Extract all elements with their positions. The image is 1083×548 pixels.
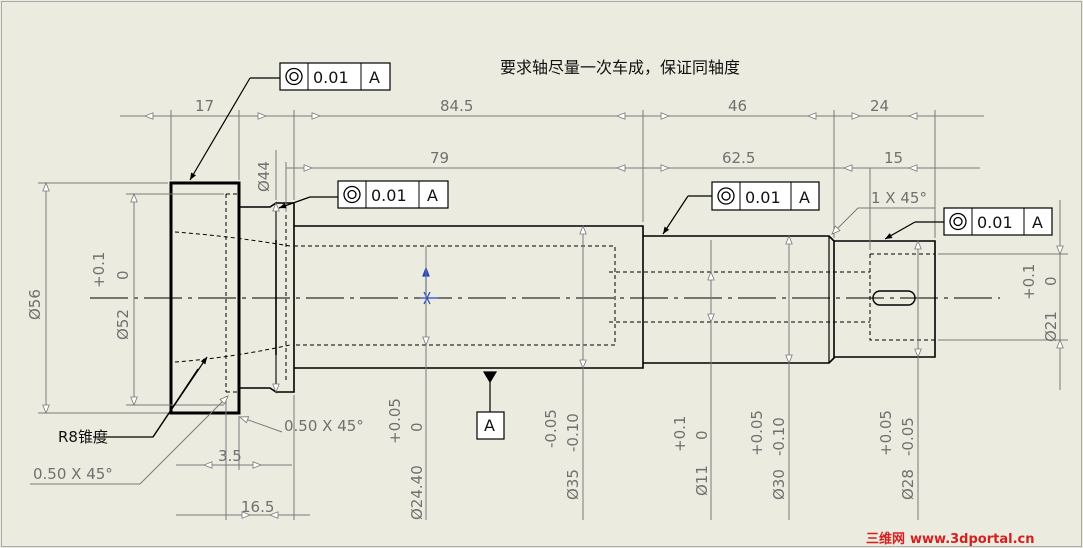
drawing-note: 要求轴尽量一次车成，保证同轴度	[500, 58, 740, 77]
dim-dia-35-upper: -0.05	[542, 409, 560, 448]
concentricity-icon	[949, 212, 967, 231]
dim-dia-52-lower: 0	[114, 270, 132, 280]
dim-dia-52: Ø52	[114, 309, 132, 340]
dim-15: 15	[884, 149, 903, 167]
dim-dia-24-40: Ø24.40	[408, 465, 426, 520]
watermark: 三维网 www.3dportal.cn	[866, 531, 1034, 547]
dim-dia-35-lower: -0.10	[564, 413, 582, 452]
dim-dia-11-lower: 0	[693, 430, 711, 440]
datum-box: A	[476, 411, 505, 440]
dim-dia-35: Ø35	[564, 469, 582, 500]
dim-46: 46	[728, 97, 747, 115]
dim-24: 24	[870, 97, 889, 115]
fcf-flange: 0.01 A	[279, 62, 391, 91]
shaft-outline	[169, 181, 936, 415]
fcf3-datum: A	[799, 188, 810, 207]
concentricity-icon	[343, 185, 361, 204]
concentricity-icon	[285, 67, 303, 86]
dim-dia-28-lower: -0.05	[899, 417, 917, 456]
dim-dia-44: Ø44	[255, 161, 273, 192]
dim-dia-30: Ø30	[770, 469, 788, 500]
dim-17: 17	[195, 97, 214, 115]
dim-dia-11: Ø11	[693, 465, 711, 496]
dimension-lines	[30, 110, 1068, 520]
dim-dia-30-upper: +0.05	[748, 410, 766, 456]
dim-dia-30-lower: -0.10	[770, 417, 788, 456]
dim-dia-24-40-lower: 0	[408, 422, 426, 432]
dim-chamfer-050-b: 0.50 X 45°	[33, 465, 113, 483]
watermark-cn: 三维网	[866, 531, 905, 547]
dim-dia-21-upper: +0.1	[1020, 264, 1038, 300]
body-outline	[294, 225, 644, 369]
fcf1-datum: A	[369, 68, 380, 87]
dim-dia-21-lower: 0	[1042, 276, 1060, 286]
hidden-lines	[174, 193, 935, 393]
dim-dia-11-upper: +0.1	[671, 416, 689, 452]
dim-dia-21: Ø21	[1042, 311, 1060, 342]
end-outline	[834, 240, 936, 358]
dim-dia-52-upper: +0.1	[90, 252, 108, 288]
fcf4-value: 0.01	[977, 213, 1013, 232]
dim-62-5: 62.5	[722, 149, 755, 167]
dim-chamfer-050-a: 0.50 X 45°	[284, 417, 364, 435]
dim-dia-56: Ø56	[26, 289, 44, 320]
dim-16-5: 16.5	[241, 498, 274, 516]
dim-dia-28: Ø28	[899, 469, 917, 500]
collar-outline	[276, 202, 295, 393]
dim-dia-24-40-upper: +0.05	[386, 398, 404, 444]
fcf3-value: 0.01	[745, 188, 781, 207]
fcf-step: 0.01 A	[711, 181, 820, 211]
dim-dia-28-upper: +0.05	[877, 410, 895, 456]
fcf-end: 0.01 A	[943, 207, 1053, 236]
fcf-collar: 0.01 A	[337, 180, 449, 209]
fcf2-value: 0.01	[371, 186, 407, 205]
fcf1-value: 0.01	[313, 68, 349, 87]
dim-79: 79	[430, 149, 449, 167]
dim-3-5: 3.5	[218, 447, 242, 465]
taper-label: R8锥度	[58, 428, 108, 446]
dim-84-5: 84.5	[440, 97, 473, 115]
concentricity-icon	[717, 187, 735, 205]
fcf4-datum: A	[1032, 213, 1043, 232]
watermark-url: www.3dportal.cn	[910, 532, 1034, 547]
datum-label: A	[484, 416, 495, 435]
fcf2-datum: A	[427, 186, 438, 205]
leader-lines	[93, 77, 944, 438]
dim-chamfer-1x45: 1 X 45°	[871, 189, 927, 207]
origin-marker	[420, 266, 438, 305]
step-outline	[643, 235, 835, 364]
